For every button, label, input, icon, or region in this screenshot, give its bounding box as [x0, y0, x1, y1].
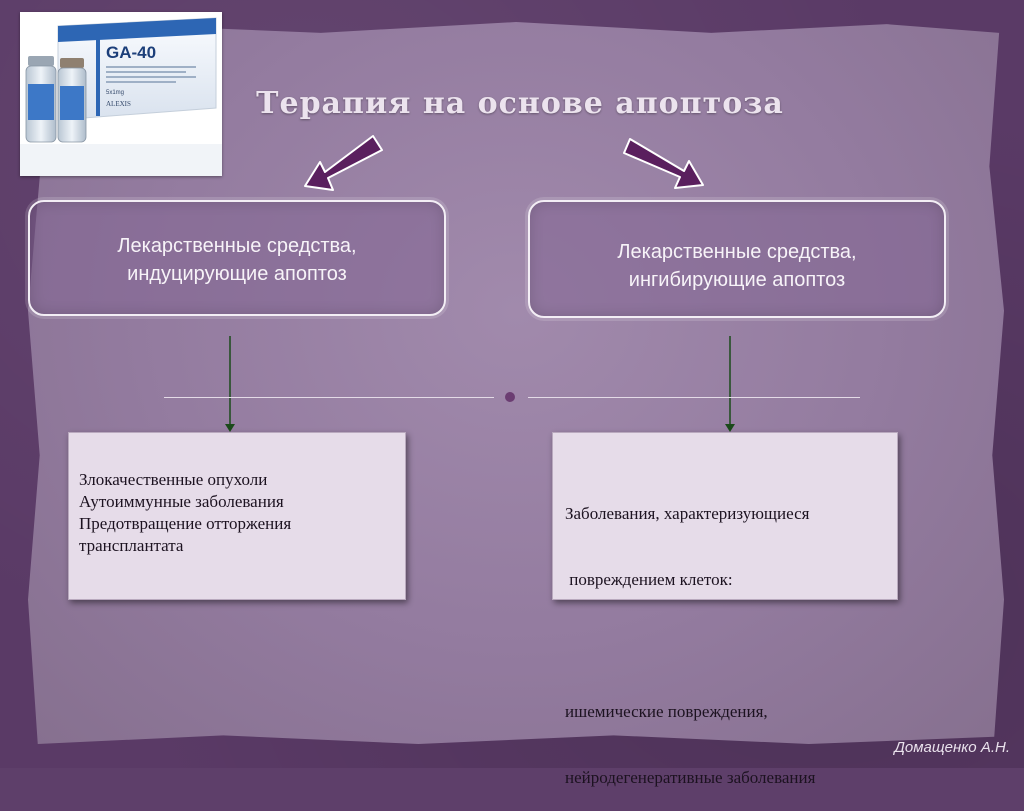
- product-photo: GA-40 5x1mg ALEXIS: [20, 12, 222, 176]
- result-inducing-item: Злокачественные опухоли: [79, 470, 268, 489]
- vial-right: [57, 58, 87, 143]
- box-inducing-line-1: Лекарственные средства,: [117, 235, 357, 257]
- box-inhibiting-line-2: ингибирующие апоптоз: [628, 269, 846, 291]
- connector-left: [225, 336, 235, 432]
- result-inducing-item: Предотвращение отторжения: [79, 514, 292, 533]
- arrow-to-inducing: [304, 135, 383, 191]
- box-inhibiting-drugs: Лекарственные средства, ингибирующие апо…: [528, 200, 946, 318]
- result-inducing-item: трансплантата: [79, 536, 184, 555]
- arrow-to-inhibiting: [623, 138, 704, 189]
- result-box-inducing: Злокачественные опухоли Аутоиммунные заб…: [68, 432, 406, 600]
- connector-right: [725, 336, 735, 432]
- divider-right: [528, 397, 860, 398]
- author-footer: Домащенко А.Н.: [894, 739, 1010, 756]
- divider-dot: [505, 392, 515, 402]
- product-brand-text: GA-40: [106, 43, 156, 62]
- result-box-inhibiting: Заболевания, характеризующиеся поврежден…: [552, 432, 898, 787]
- result-inhibiting-item: Заболевания, характеризующиеся: [565, 504, 810, 523]
- vial-left: [25, 56, 57, 143]
- result-inducing-item: Аутоиммунные заболевания: [79, 492, 284, 511]
- box-inducing-line-2: индуцирующие апоптоз: [127, 263, 347, 285]
- result-inhibiting-item: нейродегенеративные заболевания: [565, 768, 816, 787]
- ga40-package-illustration: GA-40 5x1mg ALEXIS: [20, 17, 222, 176]
- divider-left: [164, 397, 494, 398]
- result-inhibiting-item: повреждением клеток:: [565, 570, 733, 589]
- box-inhibiting-line-1: Лекарственные средства,: [617, 241, 857, 263]
- diagram-connectors: [225, 135, 735, 432]
- box-inducing-drugs: Лекарственные средства, индуцирующие апо…: [28, 200, 446, 316]
- product-maker-text: ALEXIS: [106, 100, 131, 108]
- slide-title: Терапия на основе апоптоза: [256, 86, 784, 121]
- result-inhibiting-item: ишемические повреждения,: [565, 702, 768, 721]
- product-dose-text: 5x1mg: [106, 90, 124, 96]
- result-inhibiting-spacer: [565, 635, 887, 657]
